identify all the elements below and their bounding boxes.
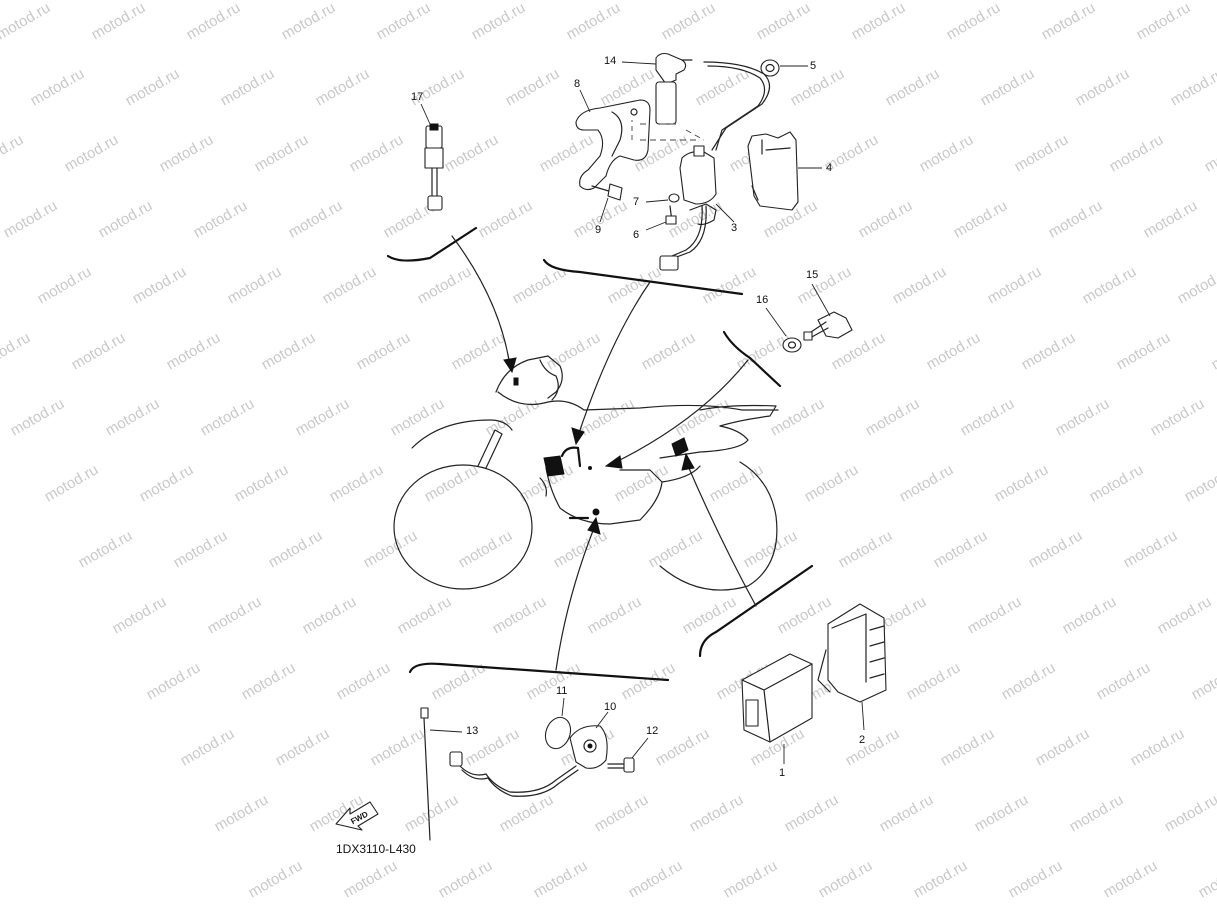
rear-wheel xyxy=(659,461,778,591)
part-17-switch xyxy=(420,103,444,211)
part-5-grommet xyxy=(760,59,808,77)
seat xyxy=(699,404,777,427)
group-bracket-switch xyxy=(386,226,478,262)
group-bracket-sensor xyxy=(722,330,782,388)
part-13-cable-tie xyxy=(420,707,463,841)
coil-in-place xyxy=(543,455,565,477)
part-11-o-ring xyxy=(544,697,572,750)
callout-12: 12 xyxy=(646,725,659,737)
engine xyxy=(545,467,663,525)
callout-6: 6 xyxy=(633,229,640,241)
front-fork xyxy=(477,429,503,469)
part-6-screw xyxy=(645,205,677,231)
motorcycle-outline xyxy=(393,355,779,591)
part-8-bracket xyxy=(575,89,651,191)
callout-9: 9 xyxy=(595,224,602,236)
callout-13: 13 xyxy=(466,725,479,737)
cdi-in-place xyxy=(671,437,689,457)
part-12-screw xyxy=(607,737,649,773)
part-1-cdi-unit xyxy=(741,653,813,764)
frame-top xyxy=(497,391,779,411)
swingarm xyxy=(661,465,701,483)
callout-8: 8 xyxy=(574,78,581,90)
arrow-coil xyxy=(577,281,651,437)
part-7-washer xyxy=(645,193,680,203)
arrow-pickup xyxy=(555,527,595,671)
pickup-dot xyxy=(592,508,600,516)
part-15-sensor xyxy=(803,283,853,341)
group-bracket-pickup xyxy=(408,662,670,682)
switch-in-place xyxy=(513,377,519,386)
coil-bracket-in-place xyxy=(560,446,582,468)
arrow-cdi xyxy=(687,465,757,607)
front-wheel xyxy=(393,464,533,590)
group-bracket-coil xyxy=(542,258,744,296)
part-10-pickup-coil xyxy=(449,711,609,797)
number-plate xyxy=(495,355,563,399)
callout-10: 10 xyxy=(604,701,617,713)
headlight xyxy=(539,359,559,401)
callout-2: 2 xyxy=(859,734,866,746)
arrow-switch xyxy=(451,235,511,367)
side-panel xyxy=(659,425,749,459)
callout-3: 3 xyxy=(731,222,738,234)
part-9-bolt xyxy=(591,183,623,223)
sensor-dot xyxy=(588,466,592,470)
arrow-sensor xyxy=(615,359,749,463)
callout-14: 14 xyxy=(604,55,617,67)
group-bracket-cdi xyxy=(698,564,814,658)
exhaust-front xyxy=(539,477,547,497)
callout-5: 5 xyxy=(810,60,817,72)
part-14-plug-cap xyxy=(621,52,693,125)
callout-7: 7 xyxy=(633,196,640,208)
pointer-arrows xyxy=(451,235,757,671)
part-16-washer xyxy=(765,307,802,353)
callout-4: 4 xyxy=(826,162,833,174)
callout-17: 17 xyxy=(411,91,424,103)
fwd-arrow-icon: FWD xyxy=(335,801,379,831)
part-4-coil-cover xyxy=(747,131,822,211)
callout-16: 16 xyxy=(756,294,769,306)
callout-1: 1 xyxy=(779,767,786,779)
callout-15: 15 xyxy=(806,269,819,281)
callout-11: 11 xyxy=(556,685,568,697)
part-2-regulator xyxy=(817,603,887,731)
part-3-ignition-coil xyxy=(631,61,771,271)
front-fender xyxy=(411,419,513,449)
diagram-code: 1DX3110-L430 xyxy=(336,842,416,856)
